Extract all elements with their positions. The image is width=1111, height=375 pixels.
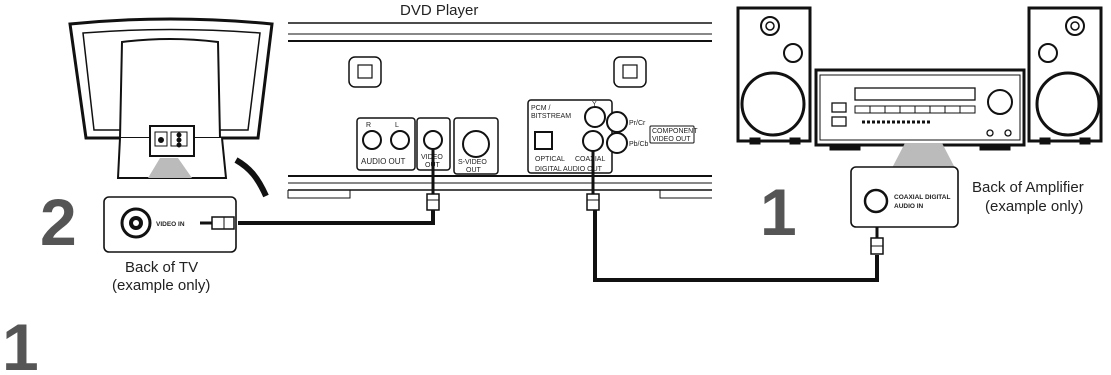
pcm-label-line1: PCM /: [531, 105, 551, 112]
optical-label: OPTICAL: [535, 156, 565, 163]
amp-jack-label-line1: COAXIAL DIGITAL: [894, 194, 950, 201]
component-y-label: Y: [592, 101, 597, 108]
component-pr-label: Pr/Cr: [629, 120, 646, 127]
digital-audio-out-label: DIGITAL AUDIO OUT: [535, 166, 603, 173]
audio-r-label: R: [366, 122, 371, 129]
tv-illustration: [68, 17, 274, 198]
audio-l-label: L: [395, 122, 399, 129]
page-step-number: 1: [2, 310, 39, 375]
tv-step-number: 2: [40, 185, 77, 259]
tv-video-in-panel: VIDEO IN: [103, 196, 237, 253]
tv-caption-line1: Back of TV: [125, 259, 198, 276]
pcm-label-line2: BITSTREAM: [531, 113, 571, 120]
dvd-rear-panel: [287, 22, 712, 199]
svideo-label-line2: OUT: [466, 167, 482, 174]
component-label-line2: VIDEO OUT: [652, 136, 691, 143]
video-cable: [200, 150, 440, 230]
coaxial-cable: [586, 151, 884, 282]
audio-out-label: AUDIO OUT: [361, 157, 406, 166]
amp-caption-line2: (example only): [985, 198, 1083, 215]
amp-coaxial-in-panel: COAXIAL DIGITAL AUDIO IN: [850, 166, 959, 228]
tv-caption-line2: (example only): [112, 277, 210, 294]
coaxial-label: COAXIAL: [575, 156, 605, 163]
tv-callout-shade: [148, 158, 192, 178]
dvd-title: DVD Player: [400, 2, 478, 19]
tv-jack-label: VIDEO IN: [156, 221, 185, 228]
component-pb-label: Pb/Cb: [629, 141, 649, 148]
amp-step-number: 1: [760, 175, 797, 249]
component-label-line1: COMPONENT: [652, 128, 698, 135]
amp-coaxial-in-jack: [863, 188, 889, 214]
amp-callout-shade: [892, 143, 955, 168]
stereo-illustration: [736, 6, 1103, 151]
amp-caption-line1: Back of Amplifier: [972, 179, 1084, 196]
svideo-label-line1: S-VIDEO: [458, 159, 487, 166]
amp-jack-label-line2: AUDIO IN: [894, 203, 924, 210]
